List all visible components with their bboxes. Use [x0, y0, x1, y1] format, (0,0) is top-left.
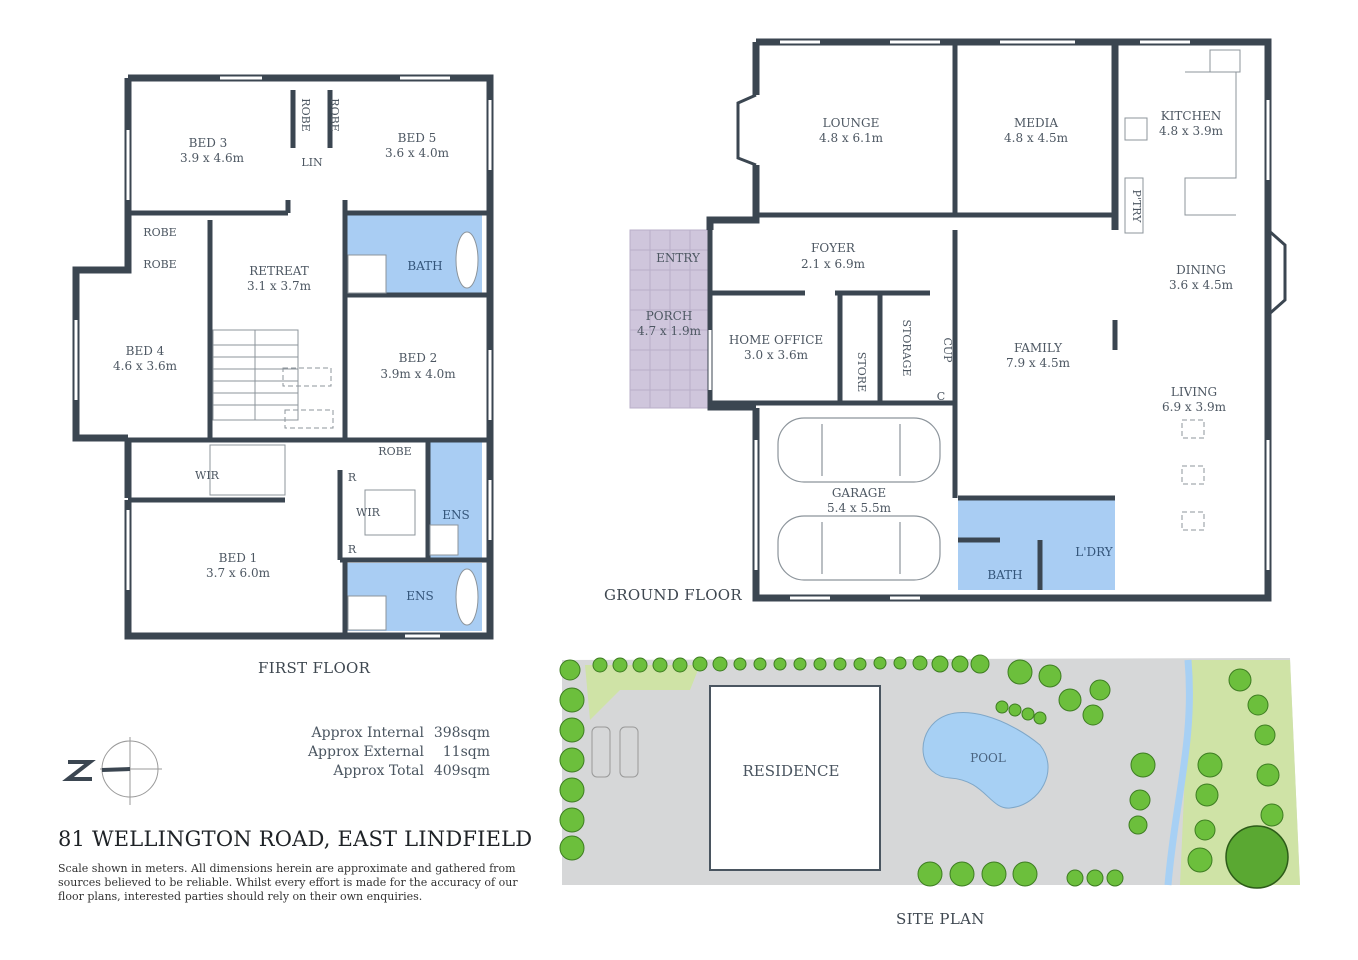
room-size: 3.9 x 4.6m	[180, 151, 245, 165]
room-name: FOYER	[811, 241, 856, 255]
room-name: ENS	[406, 589, 433, 603]
area-label: Approx External	[307, 744, 424, 760]
room-size: 3.1 x 3.7m	[247, 279, 312, 293]
room-name: BED 3	[189, 136, 228, 150]
feature-tree	[1225, 825, 1289, 889]
room-name: ENTRY	[656, 251, 701, 265]
room-name: DINING	[1176, 263, 1226, 277]
ground-floor-plan: LOUNGE 4.8 x 6.1m MEDIA 4.8 x 4.5m KITCH…	[629, 38, 1287, 602]
car-icon	[777, 515, 941, 581]
car-icon	[591, 726, 611, 778]
site-plan: RESIDENCE POOL	[559, 654, 1300, 889]
outer-wall	[124, 74, 494, 640]
room-size: 4.6 x 3.6m	[113, 359, 178, 373]
area-label: Approx Internal	[311, 725, 425, 741]
ground-bath-tiles	[958, 498, 1115, 590]
creek	[1164, 659, 1193, 886]
room-name: BED 1	[219, 551, 258, 565]
room-name: KITCHEN	[1161, 109, 1222, 123]
residence-footprint	[709, 685, 881, 871]
room-name: R	[348, 543, 357, 556]
room-name: ROBE	[299, 98, 312, 131]
north-arrow-icon	[62, 737, 162, 805]
room-size: 5.4 x 5.5m	[827, 501, 892, 515]
inner-walls	[707, 42, 1118, 590]
outer-wall	[706, 38, 1272, 602]
room-size: 6.9 x 3.9m	[1162, 400, 1227, 414]
room-name: LIN	[301, 156, 323, 169]
area-row-total: Approx Total 409sqm	[250, 762, 490, 781]
room-name: BED 4	[126, 344, 165, 358]
site-plan-caption: SITE PLAN	[896, 910, 985, 928]
car-icon	[619, 726, 639, 778]
room-size: 3.6 x 4.0m	[385, 146, 450, 160]
room-name: RETREAT	[249, 264, 309, 278]
room-name: HOME OFFICE	[729, 333, 823, 347]
pool-label: POOL	[970, 751, 1006, 765]
room-name: WIR	[195, 469, 220, 482]
room-name: ROBE	[328, 98, 341, 131]
room-size: 4.8 x 4.5m	[1004, 131, 1069, 145]
inner-walls	[128, 90, 490, 636]
area-summary: Approx Internal 398sqm Approx External 1…	[250, 724, 490, 781]
room-size: 3.6 x 4.5m	[1169, 278, 1234, 292]
room-size: 3.0 x 3.6m	[744, 348, 809, 362]
room-size: 4.8 x 3.9m	[1159, 124, 1224, 138]
room-name: C	[937, 390, 945, 403]
room-name: STORAGE	[900, 320, 913, 377]
car-icon	[777, 417, 941, 483]
disclaimer-text: Scale shown in meters. All dimensions he…	[58, 862, 518, 903]
room-name: ROBE	[378, 445, 411, 458]
room-name: BED 5	[398, 131, 437, 145]
residence-label: RESIDENCE	[743, 762, 840, 780]
pool	[922, 712, 1049, 809]
ground-floor-caption: GROUND FLOOR	[604, 586, 742, 604]
property-address: 81 WELLINGTON ROAD, EAST LINDFIELD	[58, 827, 533, 851]
room-name: L'DRY	[1075, 545, 1114, 559]
area-row-internal: Approx Internal 398sqm	[250, 724, 491, 743]
room-name: CUP	[941, 337, 954, 363]
room-name: ROBE	[143, 258, 176, 271]
room-name: FAMILY	[1014, 341, 1063, 355]
room-name: MEDIA	[1014, 116, 1058, 130]
room-size: 4.7 x 1.9m	[637, 324, 702, 338]
room-name: BATH	[987, 568, 1022, 582]
room-name: GARAGE	[832, 486, 886, 500]
area-value: 398sqm	[433, 725, 490, 741]
area-value: 409sqm	[433, 763, 490, 779]
area-row-external: Approx External 11sqm	[250, 743, 490, 762]
room-size: 4.8 x 6.1m	[819, 131, 884, 145]
porch-paving	[629, 229, 709, 409]
room-name: PORCH	[646, 309, 693, 323]
area-value: 11sqm	[442, 744, 490, 760]
room-name: LOUNGE	[823, 116, 880, 130]
room-size: 3.9m x 4.0m	[380, 367, 456, 381]
room-name: STORE	[855, 352, 868, 392]
first-floor-caption: FIRST FLOOR	[258, 659, 371, 677]
first-floor-plan: BED 3 3.9 x 4.6m BED 5 3.6 x 4.0m ROBE R…	[72, 74, 494, 640]
room-size: 2.1 x 6.9m	[801, 257, 866, 271]
room-name: ROBE	[143, 226, 176, 239]
room-name: R	[348, 471, 357, 484]
room-size: 3.7 x 6.0m	[206, 566, 271, 580]
room-name: WIR	[356, 506, 381, 519]
room-name: LIVING	[1171, 385, 1217, 399]
room-size: 7.9 x 4.5m	[1006, 356, 1071, 370]
room-name: BED 2	[399, 351, 438, 365]
room-name: P'TRY	[1130, 190, 1143, 224]
room-name: BATH	[407, 259, 442, 273]
room-name: ENS	[442, 508, 469, 522]
area-label: Approx Total	[333, 763, 424, 779]
